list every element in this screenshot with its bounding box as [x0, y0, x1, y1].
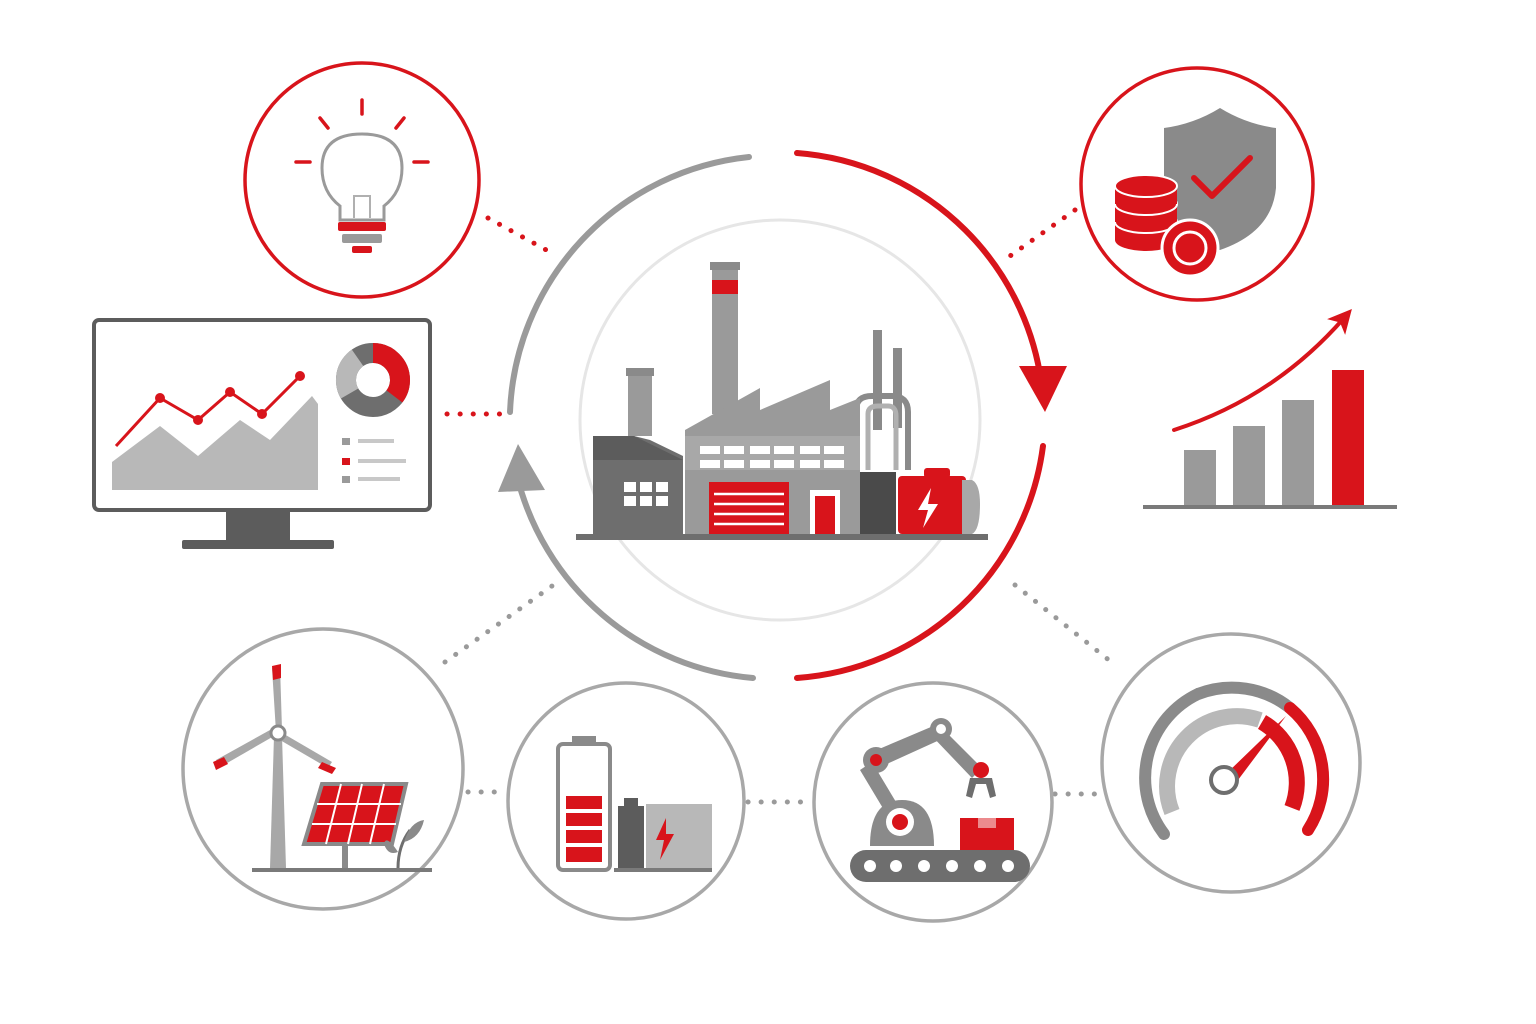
connector-renewables [442, 583, 555, 665]
central-cycle [498, 150, 1067, 681]
performance-node [1100, 632, 1362, 894]
red-clockwise-arrow-icon [794, 150, 1046, 401]
monitor-dashboard-icon [92, 318, 432, 549]
shield-coins-icon [1114, 108, 1276, 278]
factory-icon [576, 262, 988, 540]
robot-arm-icon [850, 718, 1030, 882]
inner-ring [578, 218, 982, 622]
gray-arrow-head [498, 444, 545, 492]
lightbulb-icon [294, 98, 430, 253]
battery-storage-icon [556, 736, 712, 872]
renewables-node [181, 627, 465, 911]
connector-idea [485, 215, 553, 255]
automation-node [812, 681, 1054, 923]
gray-upper-arc [507, 154, 752, 415]
storage-node [506, 681, 746, 921]
red-lower-arc [794, 443, 1046, 681]
connector-performance [1012, 582, 1118, 668]
wind-solar-icon [213, 664, 432, 872]
gray-counterclockwise-arrow-icon [514, 473, 756, 681]
red-arrow-head [1019, 366, 1067, 412]
speedometer-icon [1139, 681, 1330, 840]
savings-node [1079, 66, 1315, 302]
connector-lines [442, 207, 1118, 805]
connector-savings [1007, 207, 1078, 259]
idea-node [243, 61, 481, 299]
growth-chart-icon [1143, 308, 1397, 509]
